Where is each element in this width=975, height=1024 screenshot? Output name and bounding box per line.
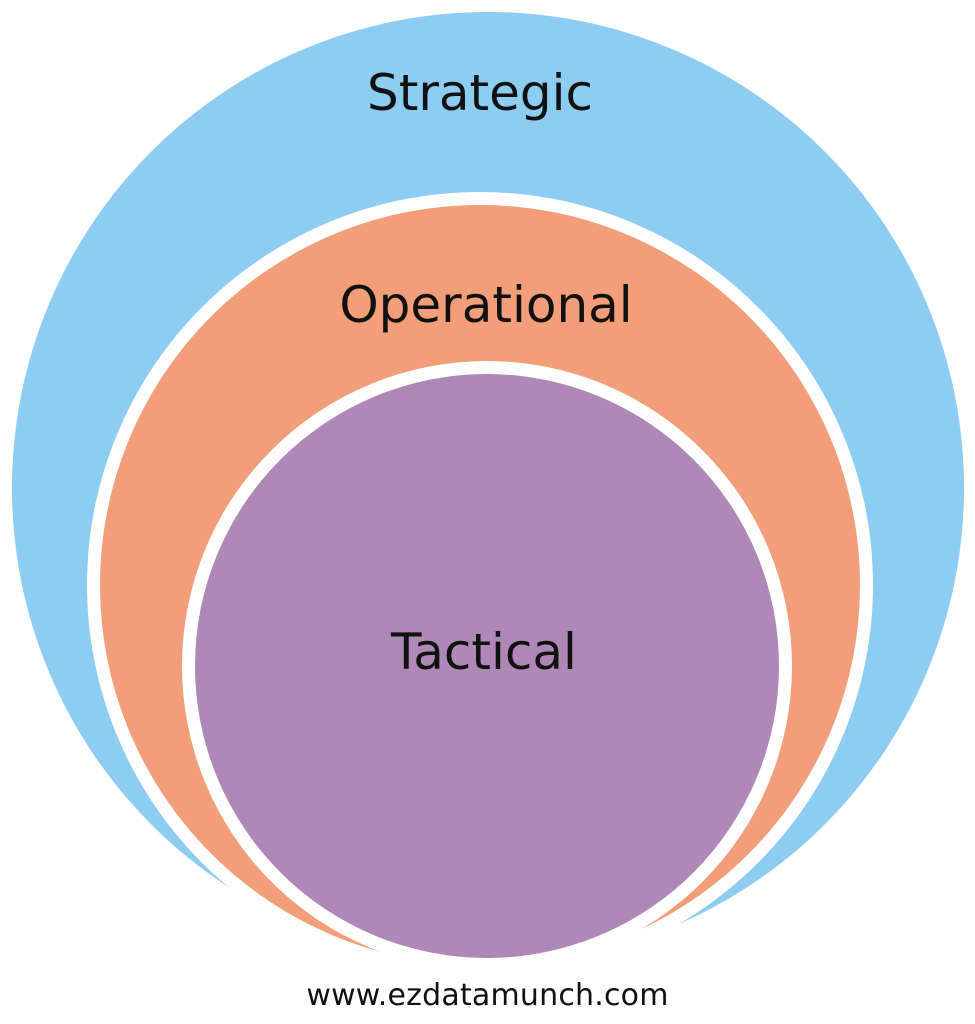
footer-url: www.ezdatamunch.com: [306, 978, 669, 1013]
tactical-circle: [195, 374, 779, 958]
operational-label: Operational: [339, 276, 632, 334]
strategic-label: Strategic: [367, 64, 593, 122]
tactical-label: Tactical: [390, 623, 577, 681]
